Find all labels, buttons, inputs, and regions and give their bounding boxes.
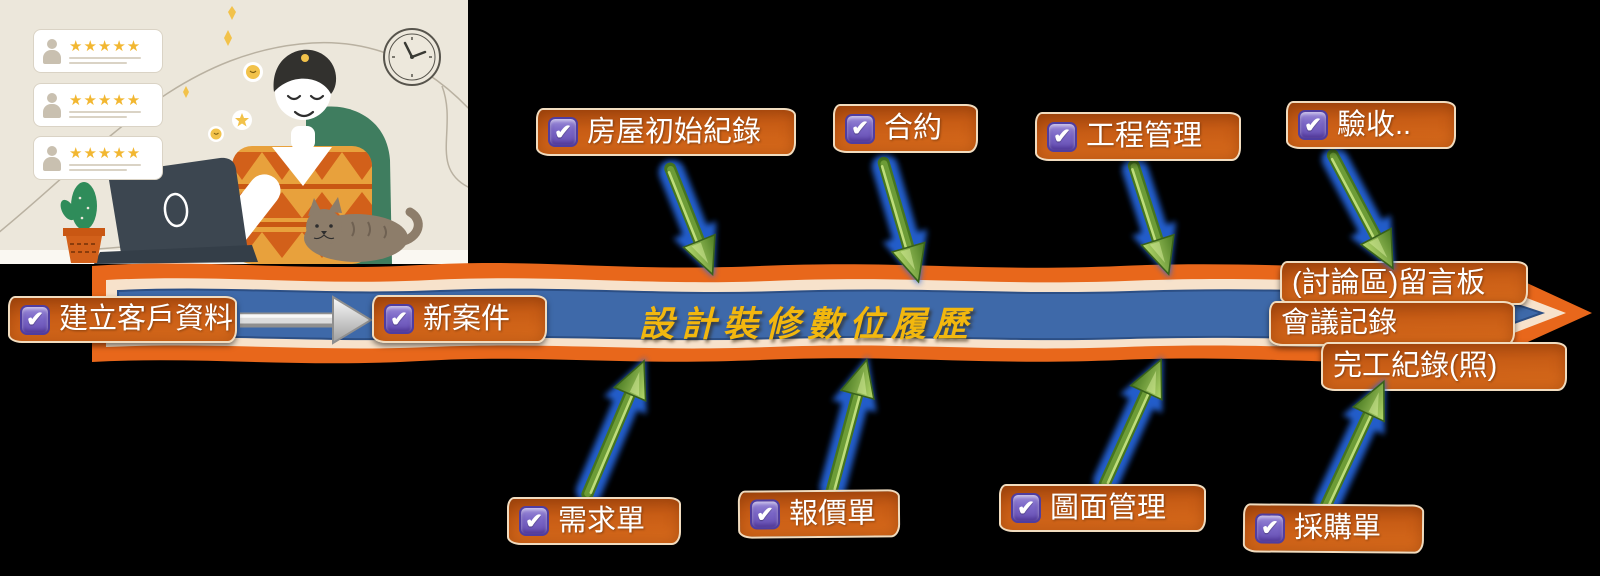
avatar-icon [42, 91, 62, 119]
node-label: 完工紀錄(照) [1333, 350, 1498, 382]
five-star-rating: ★★★★★ [69, 37, 142, 55]
checkbox-icon[interactable]: ✔ [384, 304, 414, 334]
node-drawing-management[interactable]: ✔ 圖面管理 [999, 484, 1206, 532]
text-line [69, 61, 127, 64]
node-acceptance[interactable]: ✔ 驗收.. [1286, 101, 1456, 149]
node-contract[interactable]: ✔ 合約 [833, 104, 978, 153]
node-quotation[interactable]: ✔ 報價單 [737, 489, 901, 539]
text-line [69, 115, 127, 118]
checkbox-icon[interactable]: ✔ [1011, 493, 1041, 523]
node-label: 新案件 [423, 302, 511, 335]
node-label: 建立客戶資料 [59, 303, 234, 335]
node-new-case[interactable]: ✔ 新案件 [372, 295, 547, 343]
checkbox-icon[interactable]: ✔ [548, 117, 578, 147]
checkbox-icon[interactable]: ✔ [1254, 512, 1286, 544]
five-star-rating: ★★★★★ [69, 144, 142, 162]
node-label: 採購單 [1293, 511, 1382, 545]
text-line [69, 56, 141, 59]
review-card: ★★★★★ [33, 83, 163, 127]
node-completion-record[interactable]: 完工紀錄(照) [1321, 342, 1567, 391]
checkbox-icon[interactable]: ✔ [749, 499, 781, 530]
node-label: 合約 [884, 112, 943, 144]
decor-curve [441, 85, 468, 188]
node-project-management[interactable]: ✔ 工程管理 [1035, 112, 1241, 161]
sparkles [183, 6, 309, 142]
band-title: 設計裝修數位履歷 [638, 305, 975, 344]
node-house-initial-record[interactable]: ✔ 房屋初始紀錄 [536, 108, 796, 156]
node-label: 會議記錄 [1281, 307, 1398, 339]
checkbox-icon[interactable]: ✔ [845, 113, 875, 144]
illustration-graphic [0, 0, 468, 264]
cactus [60, 182, 105, 263]
clock [383, 28, 441, 86]
customer-review-illustration: ★★★★★ ★★★★★ ★★★★★ [0, 0, 468, 264]
five-star-rating: ★★★★★ [69, 91, 142, 109]
checkbox-icon[interactable]: ✔ [519, 506, 549, 536]
node-requirement-form[interactable]: ✔ 需求單 [507, 497, 681, 545]
text-line [69, 168, 127, 171]
node-create-customer[interactable]: ✔ 建立客戶資料 [8, 296, 237, 343]
node-meeting-minutes[interactable]: 會議記錄 [1269, 301, 1515, 346]
avatar-icon [42, 37, 62, 65]
person-shirt [272, 147, 332, 186]
node-label: (討論區)留言板 [1292, 266, 1486, 299]
node-label: 圖面管理 [1050, 491, 1167, 524]
checkbox-icon[interactable]: ✔ [1047, 121, 1077, 152]
node-label: 驗收.. [1337, 108, 1412, 141]
avatar-icon [42, 144, 62, 172]
node-label: 工程管理 [1086, 120, 1203, 152]
node-label: 需求單 [558, 504, 646, 537]
review-card: ★★★★★ [33, 29, 163, 73]
node-purchase-order[interactable]: ✔ 採購單 [1242, 503, 1425, 554]
node-label: 報價單 [788, 497, 877, 530]
node-label: 房屋初始紀錄 [587, 115, 762, 148]
checkbox-icon[interactable]: ✔ [1298, 110, 1328, 140]
flow-arrow [240, 295, 373, 345]
checkbox-icon[interactable]: ✔ [20, 304, 50, 335]
review-card: ★★★★★ [33, 136, 163, 180]
cat [304, 197, 423, 262]
person-head [273, 49, 337, 120]
person-neck [291, 126, 315, 150]
text-line [69, 163, 141, 166]
text-line [69, 110, 141, 113]
laptop [94, 157, 258, 264]
node-discussion-board[interactable]: (討論區)留言板 [1280, 261, 1528, 305]
